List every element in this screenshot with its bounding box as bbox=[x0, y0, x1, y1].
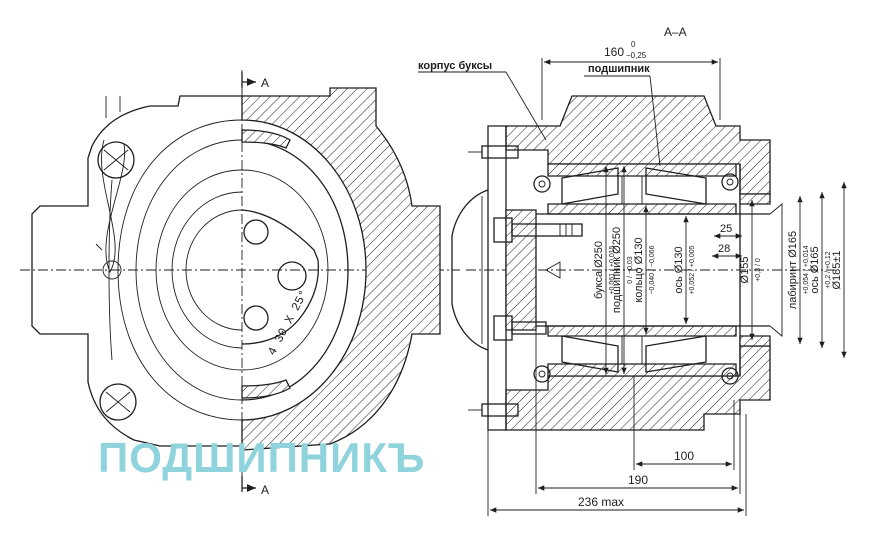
inner-bore-left-4 bbox=[171, 191, 243, 349]
section-view: A–A bbox=[418, 25, 847, 516]
vdim-tolerance-1: +0,061 / +0,015 bbox=[609, 245, 616, 294]
housing-section-right bbox=[241, 87, 441, 451]
labyrinth-top bbox=[739, 193, 771, 205]
housing-top-section bbox=[505, 95, 771, 195]
leader-bearing: подшипник bbox=[584, 63, 661, 167]
vdim-tolerance-5: +0,3 / 0 bbox=[755, 258, 762, 282]
front-seal-bottom bbox=[533, 365, 551, 383]
dim-100-value: 100 bbox=[674, 449, 694, 463]
labyrinth-bottom bbox=[739, 335, 771, 347]
axle-bolt-top bbox=[493, 217, 583, 243]
inner-bore-left-5 bbox=[185, 209, 243, 331]
vdim-label-5: Ø155 bbox=[739, 257, 751, 284]
housing-left-outline bbox=[31, 95, 242, 447]
vdim-tolerance-2: 0 / −0,03 bbox=[627, 256, 634, 284]
dim-25-value: 25 bbox=[720, 223, 732, 235]
axle-journal bbox=[536, 213, 770, 327]
dim-160-tol-lower: −0,25 bbox=[626, 51, 647, 60]
lock-wire-tag bbox=[95, 243, 103, 251]
housing-bottom-section bbox=[505, 345, 771, 431]
housing-top-left-lug bbox=[105, 96, 121, 118]
dim-25: 25 bbox=[714, 223, 742, 239]
labyrinth-top-right bbox=[241, 129, 291, 149]
dim-190-value: 190 bbox=[628, 473, 648, 487]
bolt-top-left bbox=[97, 141, 135, 179]
front-cover-flange bbox=[487, 125, 507, 431]
bolt-bottom-left bbox=[99, 383, 137, 421]
cover-bolt-bottom bbox=[468, 403, 519, 417]
lock-wire bbox=[101, 139, 126, 274]
vdim-label-3: кольцо Ø130 bbox=[633, 237, 645, 302]
inner-bore-left-1 bbox=[117, 119, 243, 421]
vdim-label-7: ось Ø165 bbox=[809, 246, 821, 293]
dim-28: 28 bbox=[712, 243, 742, 259]
rear-seal-bottom bbox=[721, 367, 739, 385]
dim-160-tol-upper: 0 bbox=[631, 40, 636, 49]
end-cap-right bbox=[241, 209, 320, 345]
section-arrow-bottom: A bbox=[241, 476, 269, 497]
watermark: ПОДШИПНИКЪ bbox=[98, 434, 425, 481]
end-cap-bolt-3 bbox=[243, 305, 269, 331]
bearing-inner-ring-right bbox=[241, 169, 329, 371]
dim-236-value: 236 max bbox=[578, 495, 624, 509]
labyrinth-bottom-right bbox=[241, 379, 291, 399]
end-cap-bolt-2 bbox=[243, 219, 269, 245]
axle-center-hole bbox=[545, 261, 561, 279]
vdim-tolerance-6: +0,054 / +0,014 bbox=[803, 245, 810, 294]
inner-bore-left-3 bbox=[155, 169, 243, 371]
dim-160: 160 0 −0,25 bbox=[541, 40, 721, 120]
section-title: A–A bbox=[664, 25, 687, 39]
leader-bearing-label: подшипник bbox=[588, 63, 650, 75]
bearing-outer-ring-right bbox=[241, 139, 349, 401]
end-cap-section bbox=[505, 209, 537, 331]
bearing-row-top bbox=[547, 163, 737, 215]
front-seal-top bbox=[533, 175, 551, 193]
dim-190: 190 bbox=[535, 330, 741, 494]
rear-seal-top bbox=[721, 173, 739, 191]
end-cap-bolt-1 bbox=[277, 261, 307, 291]
dim-28-value: 28 bbox=[718, 243, 730, 255]
vdim-tolerance-3: −0,040 / −0,066 bbox=[649, 245, 656, 294]
vdim-label-8: Ø185±1 bbox=[831, 250, 843, 289]
section-mark-bottom: A bbox=[261, 483, 269, 497]
leader-housing-label: корпус буксы bbox=[418, 60, 492, 72]
dim-100: 100 bbox=[633, 376, 735, 470]
vdim-tolerance-7: +0,2 / +0,12 bbox=[825, 251, 832, 288]
axle-bolt-bottom bbox=[493, 315, 547, 341]
inner-bore-left-2 bbox=[135, 139, 243, 401]
section-mark-top: A bbox=[261, 76, 269, 90]
vdim-label-6: лабиринт Ø165 bbox=[787, 231, 799, 309]
vdim-label-1: букса Ø250 bbox=[593, 241, 605, 299]
bearing-row-bottom bbox=[547, 325, 737, 377]
leader-housing: корпус буксы bbox=[418, 60, 547, 141]
end-view: A A bbox=[20, 70, 460, 497]
small-hole-left bbox=[102, 260, 122, 280]
section-arrow-top: A bbox=[241, 72, 269, 90]
vdim-label-4: ось Ø130 bbox=[673, 246, 685, 293]
dim-160-value: 160 bbox=[604, 45, 624, 59]
bolt-annotation: 4 30 X 25° bbox=[265, 288, 311, 358]
vdim-label-2: подшипник Ø250 bbox=[611, 227, 623, 313]
axle-step bbox=[769, 203, 783, 337]
front-cover-dome bbox=[451, 189, 489, 351]
dim-236: 236 max bbox=[487, 414, 747, 516]
cover-bolt-top bbox=[468, 145, 519, 159]
vdim-tolerance-4: +0,052 / +0,005 bbox=[689, 245, 696, 294]
